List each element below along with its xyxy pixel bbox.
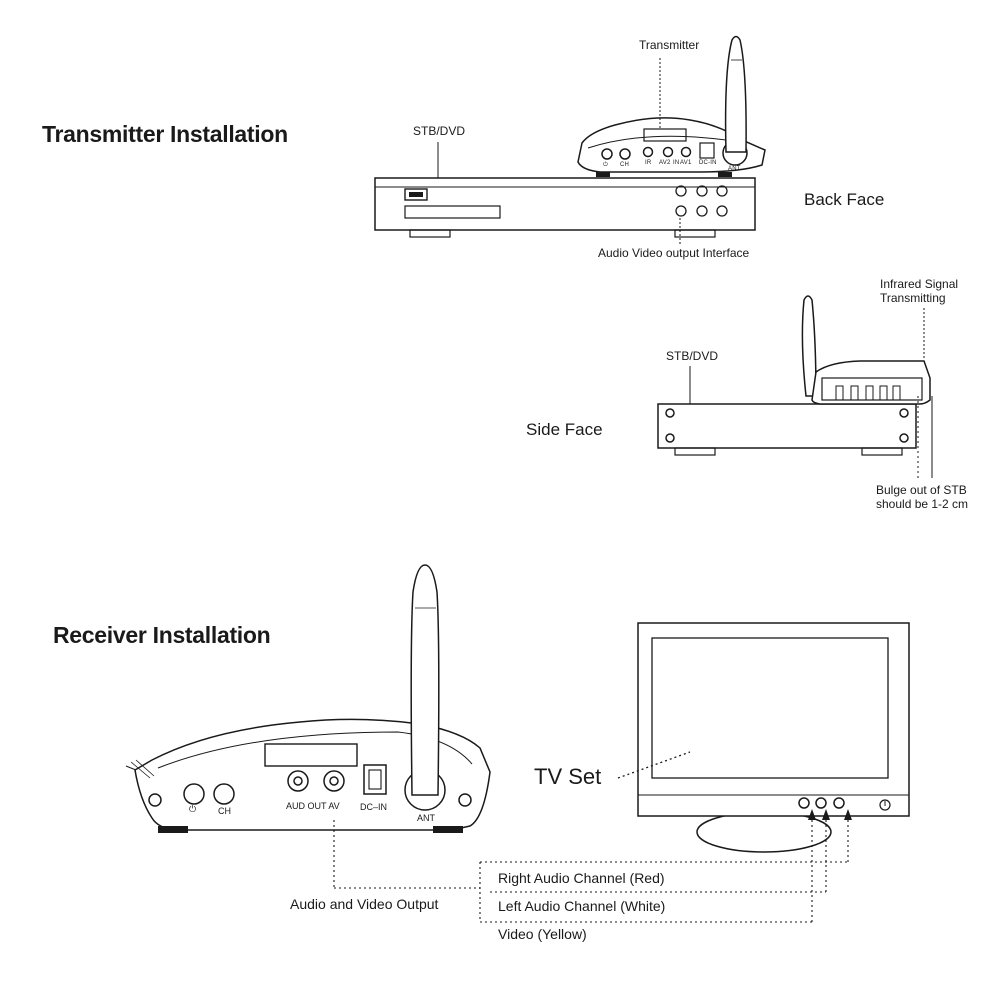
- tx-in-label: IN: [673, 160, 680, 166]
- tx-av2-label: AV2: [659, 160, 671, 166]
- av-output-label: Audio and Video Output: [290, 896, 439, 912]
- av-output-interface-label: Audio Video output Interface: [598, 246, 750, 260]
- av-cable-connections: [333, 812, 849, 923]
- infrared-label-line1: Infrared Signal: [880, 277, 959, 291]
- receiver-installation-heading: Receiver Installation: [53, 622, 271, 648]
- tx-ir-label: IR: [645, 160, 652, 166]
- bulge-label-line1: Bulge out of STB: [874, 483, 969, 497]
- transmitter-installation-heading: Transmitter Installation: [42, 121, 288, 147]
- rx-ch-label: CH: [218, 806, 231, 816]
- receiver-back-view: [125, 564, 491, 833]
- infrared-label-line2: Transmitting: [880, 291, 946, 305]
- stb-back-face: [374, 177, 756, 246]
- stb-dvd-label-side: STB/DVD: [666, 349, 719, 363]
- video-channel-label: Video (Yellow): [498, 926, 587, 942]
- tx-av1-label: AV1: [680, 160, 692, 166]
- transmitter-back-view: [437, 35, 766, 178]
- stb-av-output-jacks: [675, 185, 728, 217]
- transmitter-side-view: [801, 295, 933, 478]
- stb-side-face: [657, 366, 917, 456]
- tx-dcin-label: DC-IN: [699, 160, 717, 166]
- rx-dcin-label: DC–IN: [360, 802, 388, 812]
- cable-arrowheads: [808, 809, 852, 820]
- tx-ch-label: CH: [620, 162, 630, 168]
- rx-power-label: ⏻: [189, 804, 197, 814]
- tv-set: [617, 622, 910, 853]
- side-face-label: Side Face: [526, 420, 603, 439]
- tx-power-label: ⏻: [603, 162, 608, 168]
- left-audio-channel-label: Left Audio Channel (White): [498, 898, 666, 914]
- bulge-label-line2: should be 1-2 cm: [874, 497, 971, 511]
- back-face-label: Back Face: [804, 190, 885, 209]
- stb-dvd-label-back: STB/DVD: [413, 124, 466, 138]
- rx-ant-label: ANT: [417, 813, 435, 823]
- tx-ant-label: ANT: [728, 166, 741, 172]
- transmitter-label: Transmitter: [639, 38, 700, 52]
- tv-set-label: TV Set: [534, 764, 602, 789]
- rx-audout-av-label: AUD OUT AV: [286, 801, 340, 811]
- right-audio-channel-label: Right Audio Channel (Red): [498, 870, 665, 886]
